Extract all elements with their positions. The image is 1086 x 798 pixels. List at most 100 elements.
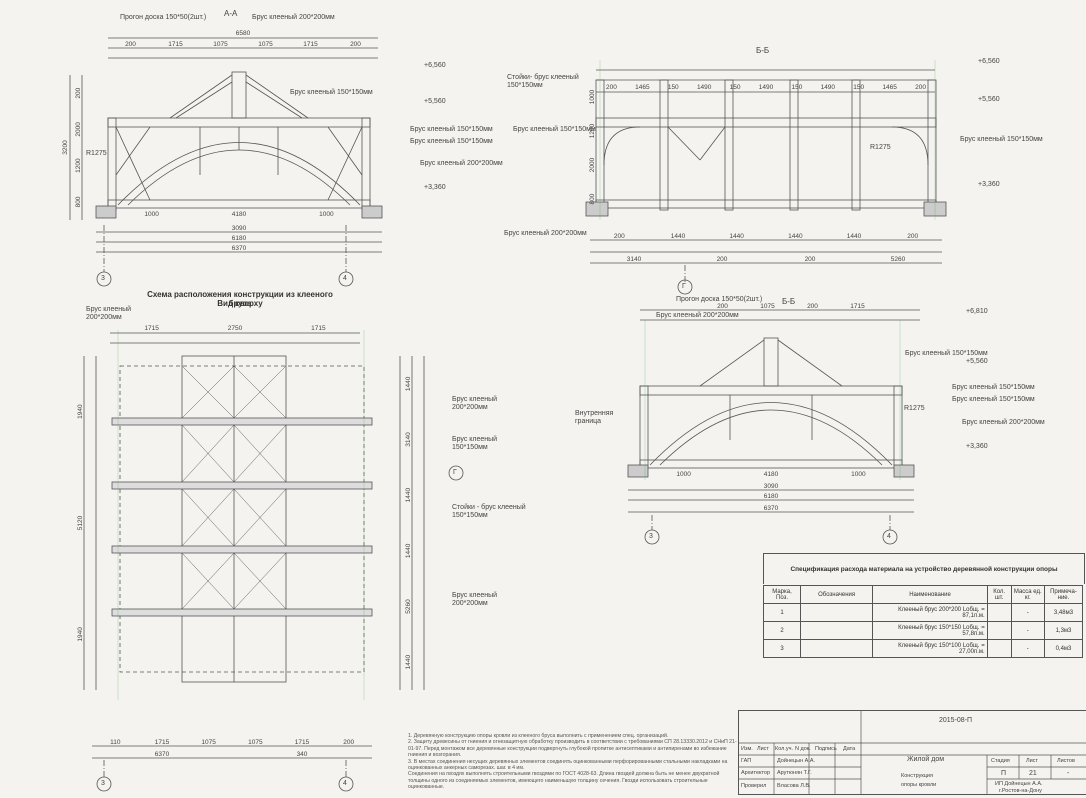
- label-plan-0: Брус клееный 200*200мм: [86, 306, 132, 321]
- dim-plan-bottom: 1715: [155, 739, 170, 746]
- plan-subtitle: Вид сверху: [217, 299, 263, 308]
- stamp-stage: П: [1001, 770, 1007, 777]
- dim-vv-bottom: 4180: [764, 471, 779, 478]
- dim-bb-top: 1465: [635, 84, 650, 91]
- dim-bb-side: 2000: [589, 157, 596, 172]
- level-bb-1: +5,560: [978, 96, 1000, 103]
- spec-cell: [800, 603, 874, 622]
- spec-cell: 1: [762, 603, 802, 622]
- spec-cell: [800, 639, 874, 658]
- stamp-role-0: ГАП: [741, 758, 752, 764]
- dim-bb-side: 1200: [589, 123, 596, 138]
- axis-bb-g: Г: [682, 283, 686, 290]
- stamp-col-0: Изм.: [741, 746, 753, 752]
- label-aa-6: R1275: [86, 150, 107, 157]
- level-bb-0: +6,560: [978, 58, 1000, 65]
- dim-aa-bottom: 6180: [232, 235, 247, 242]
- level-aa-2: +3,360: [424, 184, 446, 191]
- section-bb-title: Б-Б: [756, 46, 770, 55]
- dim-bb-top: 150: [668, 84, 679, 91]
- label-bb-2: Брус клееный 150*150мм: [960, 136, 1043, 143]
- dim-aa-top: 1715: [168, 41, 183, 48]
- axis-vv-3: 3: [649, 533, 653, 540]
- label-plan-1: Брус клееный 200*200мм: [452, 396, 498, 411]
- spec-h-name: Наименование: [872, 585, 988, 604]
- dim-bb-bottom: 200: [907, 233, 918, 240]
- dim-bb-bottom: 1440: [729, 233, 744, 240]
- level-vv-0: +6,810: [966, 308, 988, 315]
- label-bb-0: Стойки- брус клееный 150*150мм: [507, 74, 579, 89]
- dim-plan-bottom: 1075: [201, 739, 216, 746]
- dim-plan-top: 1715: [311, 325, 326, 332]
- label-vv-2: Брус клееный 150*150мм: [905, 350, 988, 357]
- dim-plan-right: 1440: [405, 376, 412, 391]
- dim-aa-side-total: 3200: [62, 140, 69, 155]
- label-vv-7: R1275: [904, 405, 925, 412]
- plan-view: [83, 332, 464, 792]
- label-aa-3: Брус клееный 150*150мм: [410, 126, 493, 133]
- spec-cell: [986, 603, 1012, 622]
- spec-cell: [986, 639, 1012, 658]
- dim-bb-top: 1490: [697, 84, 712, 91]
- stamp-name-2: Власова Л.В.: [777, 783, 811, 789]
- label-plan-4: Брус клееный 200*200мм: [452, 592, 498, 607]
- axis-aa-3: 3: [101, 275, 105, 282]
- stamp-sheet-name-2: опоры кровли: [901, 782, 937, 788]
- dim-vv-top: 200: [807, 303, 818, 310]
- dim-plan-bottom: 110: [110, 739, 121, 746]
- spec-header-row: Марка, Поз. Обозначения Наименование Кол…: [762, 585, 1084, 604]
- section-vv-truss: [627, 309, 920, 545]
- dim-bb-bottom: 200: [614, 233, 625, 240]
- spec-h-designation: Обозначения: [800, 585, 874, 604]
- dim-aa-bottom: 1000: [319, 211, 334, 218]
- dim-plan-right: 3140: [405, 432, 412, 447]
- dim-bb-top: 200: [606, 84, 617, 91]
- dim-bb-top: 200: [915, 84, 926, 91]
- spec-cell: 0,4м3: [1043, 639, 1084, 658]
- dim-aa-top: 1075: [258, 41, 273, 48]
- stamp-col-3: N док.: [795, 746, 811, 752]
- spec-cell: -: [1010, 639, 1045, 658]
- dim-vv-bottom: 3090: [764, 483, 779, 490]
- level-vv-2: +3,360: [966, 443, 988, 450]
- note-3: 3. В местах соединения несущих деревянны…: [408, 758, 728, 772]
- dim-plan-bottom: 6370: [155, 751, 170, 758]
- spec-h-mass: Масса ед. кг.: [1010, 585, 1045, 604]
- stamp-col-2: Кол.уч.: [775, 746, 794, 752]
- title-block-grid: [739, 711, 1086, 794]
- dim-vv-bottom: 6370: [764, 505, 779, 512]
- section-vv-title: Б-Б: [782, 297, 796, 306]
- stamp-stage-label: Стадия: [991, 758, 1010, 764]
- spec-cell: -: [1010, 603, 1045, 622]
- dim-vv-top: 200: [717, 303, 728, 310]
- dim-aa-top: 1715: [303, 41, 318, 48]
- stamp-col-1: Лист: [757, 746, 769, 752]
- spec-h-note: Примеча- ние.: [1043, 585, 1084, 604]
- dim-plan-right: 1440: [405, 488, 412, 503]
- dim-bb-top: 150: [730, 84, 741, 91]
- dim-bb-top: 1490: [759, 84, 774, 91]
- dim-plan-bottom: 1715: [295, 739, 310, 746]
- label-plan-3: Стойки - брус клееный 150*150мм: [452, 504, 526, 519]
- dim-bb-bottom: 200: [805, 256, 816, 263]
- spec-cell: [800, 621, 874, 640]
- level-vv-1: +5,560: [966, 358, 988, 365]
- spec-cell: Клееный брус 200*200 Lобщ. = 87,1п.м.: [872, 603, 988, 622]
- stamp-sheet-label: Лист: [1026, 758, 1038, 764]
- dim-plan-left: 5120: [77, 515, 84, 530]
- dim-plan-left: 1940: [77, 404, 84, 419]
- dim-bb-top: 150: [791, 84, 802, 91]
- spec-row: 1 Клееный брус 200*200 Lобщ. = 87,1п.м. …: [762, 603, 1084, 622]
- label-aa-0: Прогон доска 150*50(2шт.): [120, 14, 207, 21]
- dim-plan-right: 5260: [405, 599, 412, 614]
- plan-title: Схема расположения конструкции из клеено…: [147, 290, 333, 308]
- stamp-name-0: Дойнецын А.А.: [777, 758, 816, 764]
- axis-plan-3: 3: [101, 780, 105, 787]
- dim-plan-bottom: 340: [297, 751, 308, 758]
- label-vv-4: Брус клееный 150*150мм: [952, 396, 1035, 403]
- dim-plan-top: 2750: [228, 325, 243, 332]
- dim-bb-bottom: 3140: [627, 256, 642, 263]
- title-block: 2015-08-П Изм. Лист Кол.уч. N док. Подпи…: [738, 710, 1086, 795]
- spec-h-mark: Марка, Поз.: [762, 585, 802, 604]
